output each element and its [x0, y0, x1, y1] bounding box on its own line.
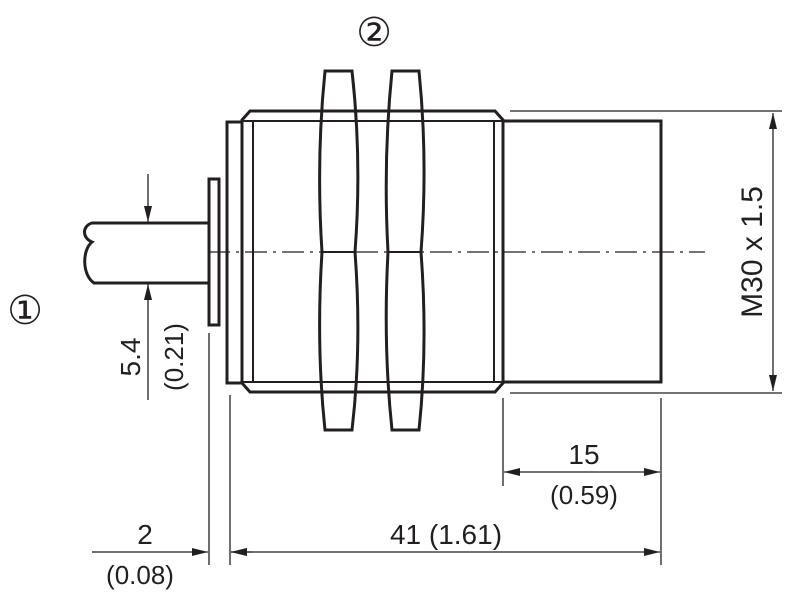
thread-dimension: M30 x 1.5 — [510, 110, 782, 394]
cable-diameter-in: (0.21) — [159, 323, 189, 391]
callout-1: ① — [7, 289, 43, 333]
front-length-in: (0.59) — [550, 480, 618, 510]
flange-mm: 2 — [137, 519, 153, 550]
mounting-nut-1 — [318, 69, 360, 432]
callout-2: ② — [356, 11, 392, 55]
total-length: 41 (1.61) — [390, 519, 502, 550]
thread-label: M30 x 1.5 — [736, 186, 769, 318]
flange-in: (0.08) — [106, 560, 174, 590]
cable-diameter-dimension: 5.4 (0.21) — [115, 174, 189, 400]
extension-lines — [208, 333, 662, 565]
mounting-nut-2 — [384, 69, 426, 432]
front-length-dimension: 15 (0.59) — [504, 439, 660, 510]
total-length-dimension: 41 (1.61) — [231, 519, 660, 556]
front-length-mm: 15 — [568, 439, 599, 470]
flange-dimension: 2 (0.08) — [92, 519, 252, 590]
cable-diameter-mm: 5.4 — [115, 338, 146, 377]
cable — [83, 221, 208, 285]
